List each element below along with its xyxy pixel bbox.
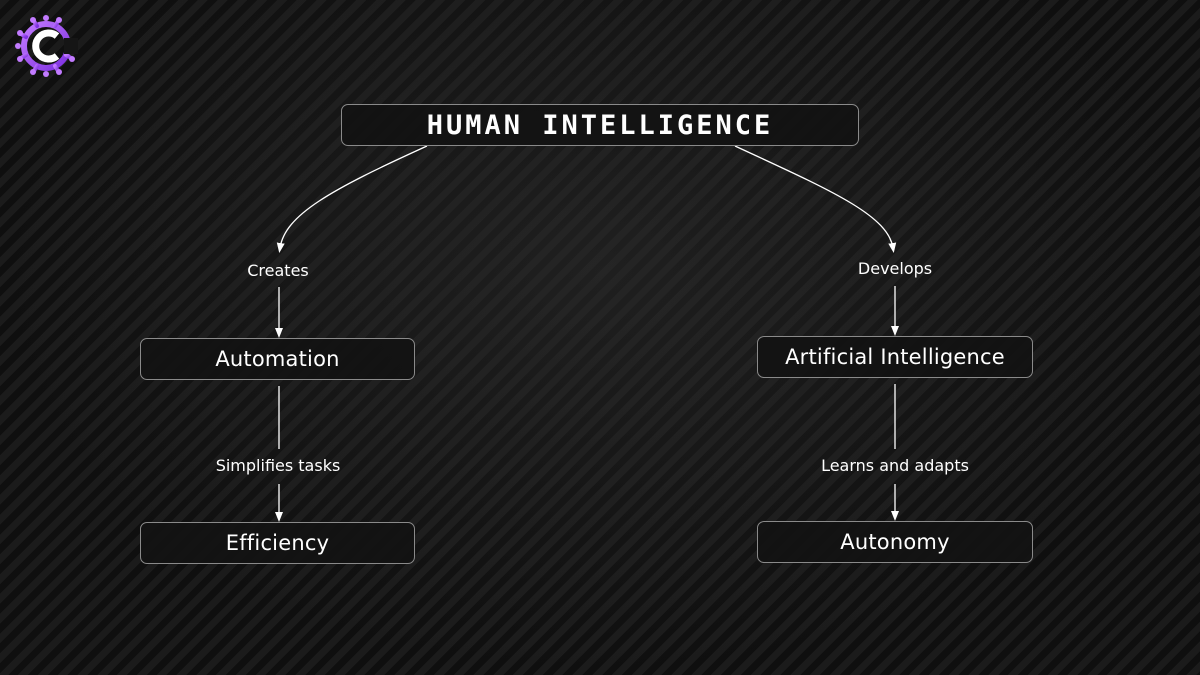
edge-label-develops: Develops bbox=[857, 259, 933, 278]
node-efficiency-label: Efficiency bbox=[225, 531, 330, 555]
node-autonomy: Autonomy bbox=[757, 521, 1033, 563]
edge-root-to-ai bbox=[734, 145, 897, 253]
node-ai-label: Artificial Intelligence bbox=[785, 345, 1005, 369]
edge-label-learns-and-adapts: Learns and adapts bbox=[821, 456, 969, 475]
c-circuit-logo-icon bbox=[15, 15, 78, 77]
node-automation: Automation bbox=[140, 338, 415, 380]
node-automation-label: Automation bbox=[215, 347, 340, 371]
edge-root-to-automation bbox=[276, 145, 428, 253]
node-efficiency: Efficiency bbox=[140, 522, 415, 564]
edge-label-simplifies-tasks: Simplifies tasks bbox=[215, 456, 341, 475]
node-artificial-intelligence: Artificial Intelligence bbox=[757, 336, 1033, 378]
root-node-human-intelligence: HUMAN INTELLIGENCE bbox=[341, 104, 859, 146]
edge-label-creates: Creates bbox=[247, 261, 309, 280]
root-node-label: HUMAN INTELLIGENCE bbox=[426, 109, 774, 141]
node-autonomy-label: Autonomy bbox=[840, 530, 950, 554]
